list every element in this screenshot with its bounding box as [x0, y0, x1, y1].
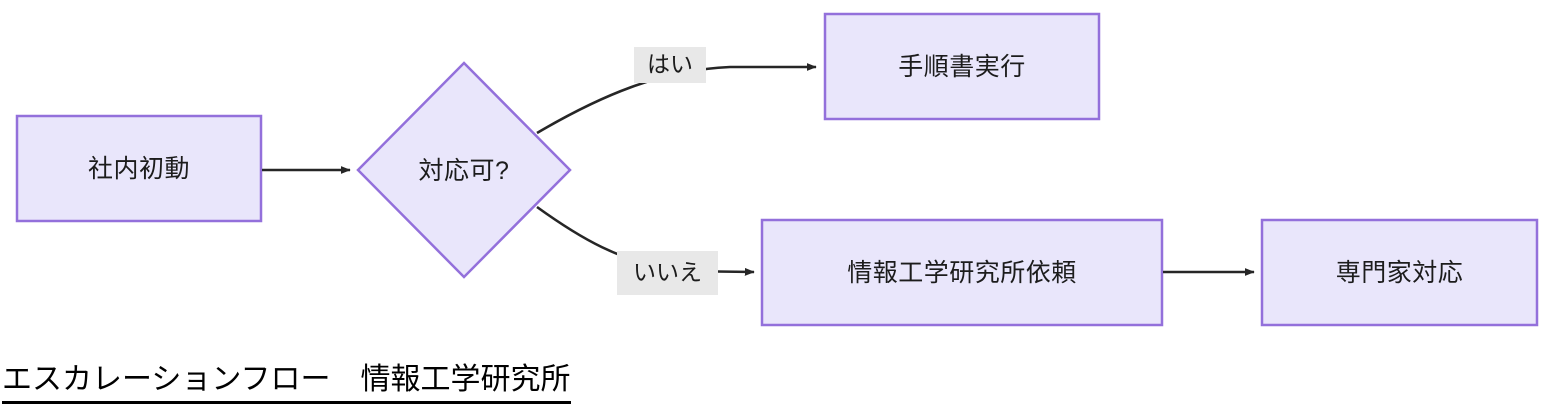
diagram-caption: エスカレーションフロー 情報工学研究所 — [2, 361, 571, 404]
node-shape-request[interactable] — [760, 218, 1164, 327]
node-shape-expert[interactable] — [1260, 218, 1539, 327]
node-shape-procedure[interactable] — [823, 12, 1101, 121]
edge-label-yes: はい — [634, 47, 706, 83]
edge-label-no: いいえ — [617, 251, 718, 295]
node-shape-start[interactable] — [15, 114, 263, 223]
node-shape-decision[interactable] — [356, 61, 572, 279]
edge-decision-to-procedure — [536, 63, 817, 135]
